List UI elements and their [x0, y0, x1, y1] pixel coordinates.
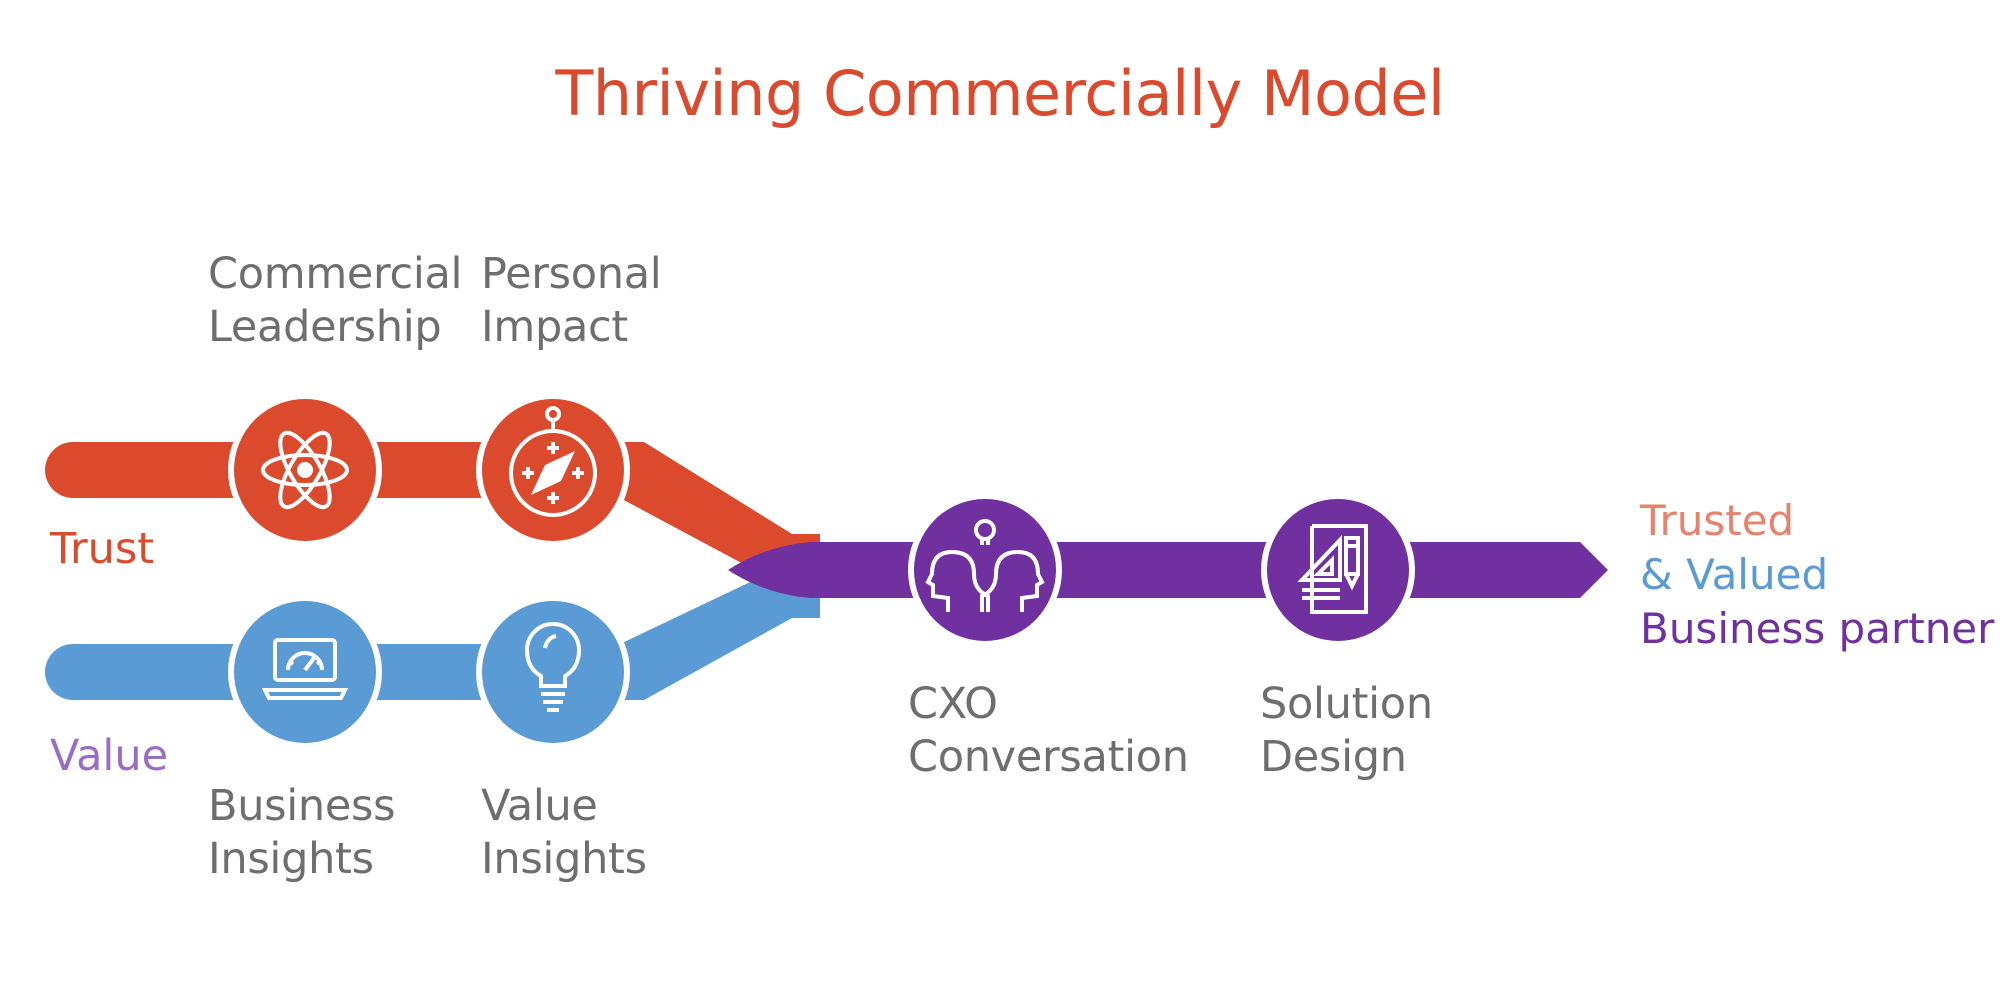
node-solution-design: [1261, 493, 1415, 647]
design-tools-icon: [1297, 524, 1368, 614]
personal-impact-label-line2: Impact: [481, 302, 628, 352]
commercial-leadership-label-line2: Leadership: [208, 302, 442, 352]
personal-impact-label: Personal Impact: [481, 248, 662, 354]
lightbulb-icon: [524, 622, 582, 712]
diagram-title: Thriving Commercially Model: [555, 57, 1445, 130]
value-insights-label-line1: Value: [481, 781, 598, 831]
node-cxo-conversation: [908, 493, 1062, 647]
node-commercial-leadership: [228, 393, 382, 547]
partner-track: [728, 542, 1608, 598]
solution-design-label: Solution Design: [1260, 678, 1433, 784]
cxo-conversation-label: CXO Conversation: [908, 678, 1189, 784]
trust-track-band: [73, 442, 820, 590]
trust-track-start-cap: [45, 442, 101, 498]
business-insights-label-line2: Insights: [208, 834, 374, 884]
node-personal-impact: [476, 393, 630, 547]
value-track-label: Value: [50, 731, 169, 781]
laptop-dashboard-icon: [261, 638, 349, 700]
value-track: [45, 562, 820, 700]
solution-design-label-line2: Design: [1260, 732, 1407, 782]
node-value-insights: [476, 595, 630, 749]
cxo-conversation-label-line2: Conversation: [908, 732, 1189, 782]
atom-icon: [261, 430, 349, 510]
value-track-start-cap: [45, 644, 101, 700]
compass-icon: [509, 406, 597, 517]
personal-impact-label-line1: Personal: [481, 249, 662, 299]
outcome-line-business-partner: Business partner: [1640, 604, 1995, 653]
solution-design-label-line1: Solution: [1260, 679, 1433, 729]
heads-idea-icon: [925, 519, 1045, 612]
business-insights-label: Business Insights: [208, 780, 396, 886]
partner-track-band: [728, 542, 1608, 598]
outcome-line-valued: & Valued: [1640, 550, 1829, 599]
value-insights-label: Value Insights: [481, 780, 647, 886]
value-track-band: [73, 562, 820, 700]
node-business-insights: [228, 595, 382, 749]
commercial-leadership-label-line1: Commercial: [208, 249, 463, 299]
outcome-label: Trusted & Valued Business partner: [1640, 494, 1994, 656]
trust-track: [45, 442, 820, 590]
value-insights-label-line2: Insights: [481, 834, 647, 884]
outcome-line-trusted: Trusted: [1640, 496, 1795, 545]
commercial-leadership-label: Commercial Leadership: [208, 248, 462, 354]
trust-track-label: Trust: [50, 524, 155, 574]
business-insights-label-line1: Business: [208, 781, 396, 831]
cxo-conversation-label-line1: CXO: [908, 679, 998, 729]
